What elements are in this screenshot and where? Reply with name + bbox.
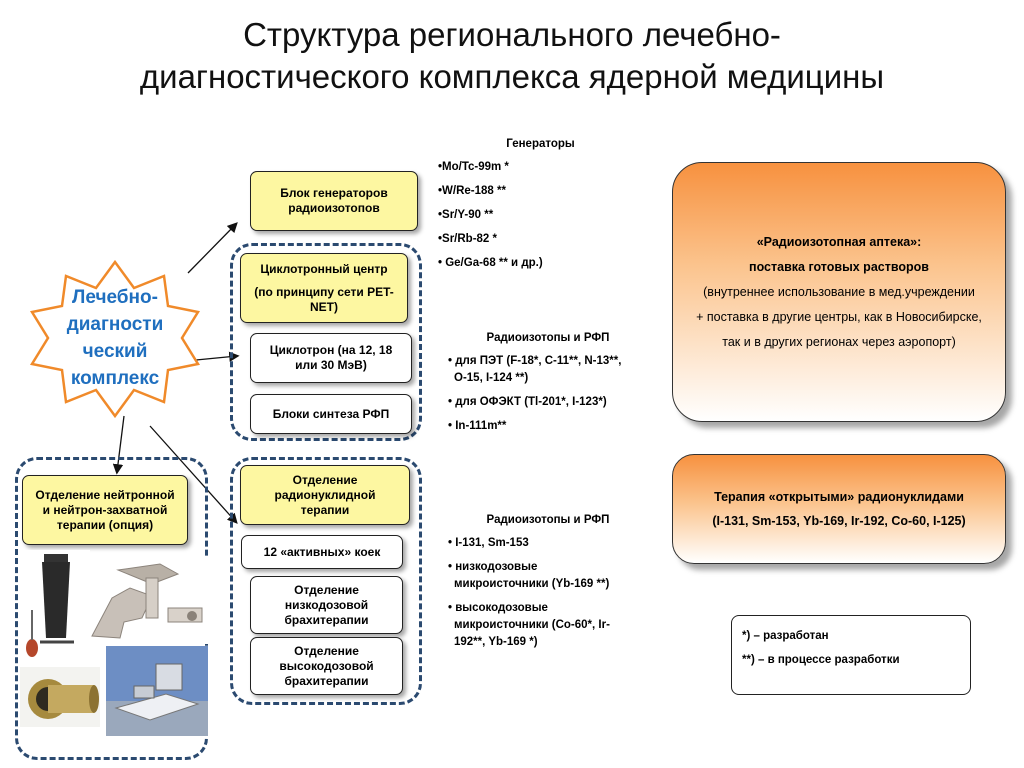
cyclotron-line-2: или 30 МэВ) <box>295 358 367 372</box>
generator-item-3: •Sr/Y-90 ** <box>438 209 494 221</box>
high-dose-line-2: высокодозовой <box>279 658 374 673</box>
generators-list: Генераторы •Mo/Tc-99m * •W/Re-188 ** •Sr… <box>438 136 658 279</box>
neutron-line-2: и нейтрон-захватной <box>42 502 168 517</box>
cyclotron-center-line-1: Циклотронный центр <box>260 261 388 276</box>
generator-line-2: радиоизотопов <box>288 201 380 215</box>
low-dose-line-2: низкодозовой <box>284 597 369 612</box>
generator-item-5: • Ge/Ga-68 ** и др.) <box>438 257 543 269</box>
rfp-2-item-2-line-1: • низкодозовые <box>448 561 538 573</box>
generator-item-2: •W/Re-188 ** <box>438 185 506 197</box>
pharmacy-line-5: так и в других регионах через аэропорт) <box>722 334 956 349</box>
center-star-shape <box>29 259 201 419</box>
equipment-photo-treatment-room <box>106 646 208 736</box>
radionuclide-line-2: радионуклидной <box>274 487 376 502</box>
therapy-line-2: (I-131, Sm-153, Yb-169, Ir-192, Co-60, I… <box>712 514 966 528</box>
equipment-photo-robot-arm <box>82 558 208 644</box>
legend-line-2: **) – в процессе разработки <box>742 654 900 666</box>
neutron-dept-box: Отделение нейтронной и нейтрон-захватной… <box>22 475 188 545</box>
radionuclide-line-1: Отделение <box>292 472 358 487</box>
rfp-1-item-1-line-2: O-15, I-124 **) <box>454 372 529 384</box>
therapy-group-frame <box>230 457 422 705</box>
center-line-2: диагности <box>66 314 164 335</box>
radionuclide-line-3: терапии <box>300 502 350 517</box>
generator-item-1: •Mo/Tc-99m * <box>438 161 509 173</box>
pharmacy-line-2: поставка готовых растворов <box>749 259 929 274</box>
low-dose-line-3: брахитерапии <box>284 612 369 627</box>
generator-item-4: •Sr/Rb-82 * <box>438 233 497 245</box>
beds-box: 12 «активных» коек <box>241 535 403 569</box>
rfp-1-item-1-line-1: • для ПЭТ (F-18*, C-11**, N-13**, <box>448 355 622 367</box>
therapy-box: Терапия «открытыми» радионуклидами (I-13… <box>672 454 1006 564</box>
neutron-line-3: терапии (опция) <box>56 517 154 532</box>
synthesis-blocks-box: Блоки синтеза РФП <box>250 394 412 434</box>
title-line-1: Структура регионального лечебно- <box>243 16 781 53</box>
center-node-label: Лечебно- диагности ческий комплекс <box>52 284 178 392</box>
therapy-line-1: Терапия «открытыми» радионуклидами <box>714 490 964 504</box>
high-dose-line-1: Отделение <box>294 643 359 658</box>
rfp-2-item-2-line-2: микроисточники (Yb-169 **) <box>454 578 610 590</box>
pharmacy-line-4: + поставка в другие центры, как в Новоси… <box>696 309 982 324</box>
beds-label: 12 «активных» коек <box>263 544 381 559</box>
rfp-2-item-3-line-3: 192**, Yb-169 *) <box>454 636 538 648</box>
pharmacy-line-1: «Радиоизотопная аптека»: <box>756 234 922 249</box>
rfp-1-heading: Радиоизотопы и РФП <box>486 332 610 344</box>
cyclotron-group-frame <box>230 243 422 441</box>
page-title: Структура регионального лечебно- диагнос… <box>0 14 1024 98</box>
neutron-line-1: Отделение нейтронной <box>35 487 175 502</box>
center-line-1: Лечебно- <box>72 287 158 308</box>
rfp-2-item-3-line-2: микроисточники (Co-60*, Ir- <box>454 619 610 631</box>
high-dose-line-3: брахитерапии <box>284 673 369 688</box>
title-line-2: диагностического комплекса ядерной медиц… <box>139 58 885 95</box>
low-dose-dept-box: Отделение низкодозовой брахитерапии <box>250 576 403 634</box>
cyclotron-line-1: Циклотрон (на 12, 18 <box>269 343 393 357</box>
rfp-2-heading: Радиоизотопы и РФП <box>486 514 610 526</box>
generator-block-box: Блок генераторов радиоизотопов <box>250 171 418 231</box>
pharmacy-box: «Радиоизотопная аптека»: поставка готовы… <box>672 162 1006 422</box>
arrow-to-generator-block <box>187 222 238 274</box>
high-dose-dept-box: Отделение высокодозовой брахитерапии <box>250 637 403 695</box>
generators-heading: Генераторы <box>506 138 575 150</box>
rfp-2-item-3-line-1: • высокодозовые <box>448 602 548 614</box>
generator-line-1: Блок генераторов <box>280 186 388 200</box>
legend-line-1: *) – разработан <box>742 630 829 642</box>
equipment-photo-cylinder <box>20 550 90 660</box>
rfp-2-item-1: • I-131, Sm-153 <box>448 537 529 549</box>
radionuclide-dept-box: Отделение радионуклидной терапии <box>240 465 410 525</box>
rfp-list-2: Радиоизотопы и РФП • I-131, Sm-153 • низ… <box>448 512 668 651</box>
rfp-1-item-2: • для ОФЭКТ (Tl-201*, I-123*) <box>448 396 607 408</box>
center-line-3: ческий <box>82 341 148 362</box>
cyclotron-box: Циклотрон (на 12, 18 или 30 МэВ) <box>250 333 412 383</box>
pharmacy-line-3: (внутреннее использование в мед.учрежден… <box>703 284 975 299</box>
synthesis-label: Блоки синтеза РФП <box>272 406 390 421</box>
cyclotron-center-box: Циклотронный центр (по принципу сети PET… <box>240 253 408 323</box>
center-line-4: комплекс <box>70 368 160 389</box>
rfp-list-1: Радиоизотопы и РФП • для ПЭТ (F-18*, C-1… <box>448 330 668 442</box>
cyclotron-center-line-2: (по принципу сети PET- <box>254 284 394 299</box>
cyclotron-center-line-3: NET) <box>310 299 338 314</box>
legend-box: *) – разработан **) – в процессе разрабо… <box>731 615 971 695</box>
equipment-photo-ring <box>20 667 100 727</box>
arrow-to-neutron-dept <box>112 415 125 475</box>
low-dose-line-1: Отделение <box>294 582 359 597</box>
rfp-1-item-3: • In-111m** <box>448 420 507 432</box>
